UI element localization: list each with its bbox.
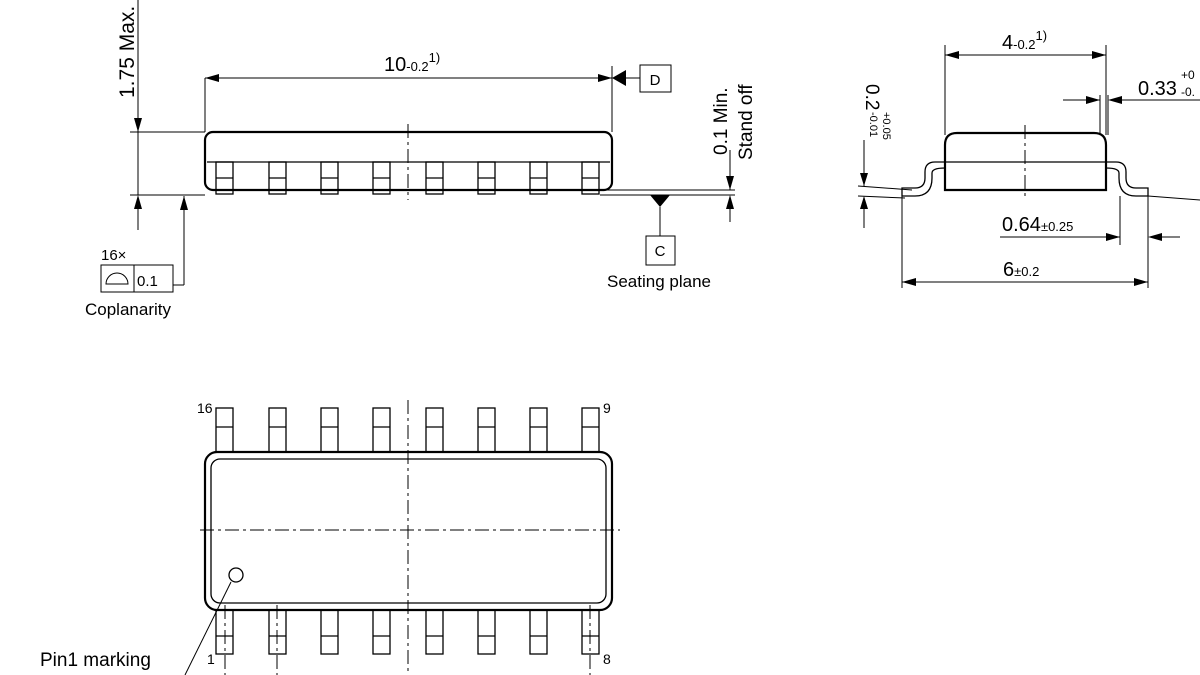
lead-thickness-tol-lower: -0.01 xyxy=(867,112,879,137)
seating-plane-label: Seating plane xyxy=(607,272,711,291)
coplanarity-count: 16× xyxy=(101,247,126,264)
pin-9-label: 9 xyxy=(603,400,611,416)
standoff-text: Stand off xyxy=(736,84,757,160)
pin1-marking-label: Pin1 marking xyxy=(40,650,151,671)
height-max-label: 1.75 Max. xyxy=(116,6,139,98)
length-dimension: 10-0.21) xyxy=(384,50,440,76)
lead-thickness-value: 0.2 xyxy=(861,84,882,110)
side-view: 1.75 Max. 10-0.21) D xyxy=(85,0,757,319)
lead-thickness-tol-upper: +0.05 xyxy=(880,112,892,140)
datum-d-label: D xyxy=(650,72,661,89)
lead-width-tol-lower: -0. xyxy=(1181,85,1195,99)
pin1-dot xyxy=(228,567,244,583)
pin-16-label: 16 xyxy=(197,400,213,416)
profile-of-surface-icon xyxy=(105,272,129,285)
lead-width-dimension: 0.33 xyxy=(1138,78,1177,100)
lead-span-dimension: 6±0.2 xyxy=(1003,259,1039,281)
foot-length-dimension: 0.64±0.25 xyxy=(1002,214,1073,236)
pin-1-label: 1 xyxy=(207,651,215,667)
side-leads xyxy=(215,161,600,195)
coplanarity-label: Coplanarity xyxy=(85,300,171,319)
pin-8-label: 8 xyxy=(603,651,611,667)
standoff-value: 0.1 Min. xyxy=(711,87,732,155)
top-view: 16 9 1 8 Pin1 marking xyxy=(40,400,620,675)
end-view: 4-0.21) 0.33 +0 -0. 0.2 +0.05 -0.01 xyxy=(857,28,1200,288)
body-width-dimension: 4-0.21) xyxy=(1002,28,1047,54)
lead-width-tol-upper: +0 xyxy=(1181,68,1195,82)
coplanarity-value: 0.1 xyxy=(137,273,158,290)
datum-c-label: C xyxy=(655,243,666,260)
